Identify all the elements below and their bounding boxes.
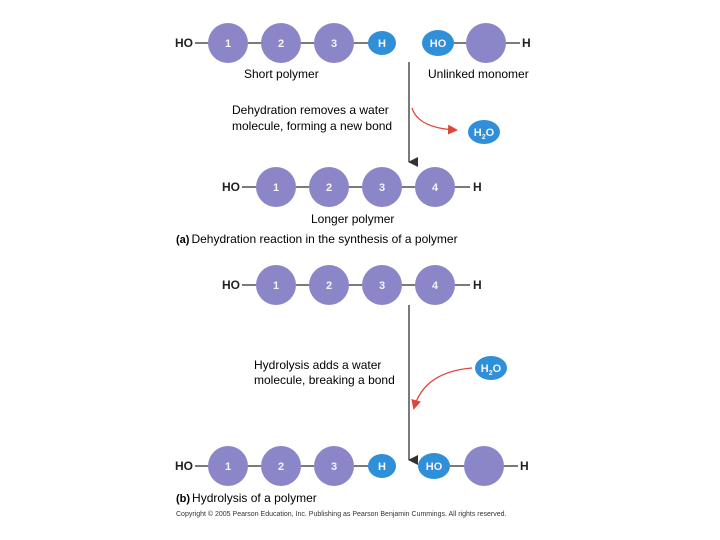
caption-b: (b)Hydrolysis of a polymer — [176, 491, 317, 505]
bottom-polymer: HO 1 2 3 4 H — [222, 265, 482, 305]
water-label: H2O — [481, 363, 502, 377]
hydroxyl-group — [422, 30, 454, 56]
top-short-polymer: HO 1 2 3 H — [175, 23, 396, 63]
hydroxyl-group — [418, 453, 450, 479]
ho-end-label: HO — [222, 278, 240, 292]
monomer-label: 4 — [432, 182, 439, 194]
monomer-1 — [256, 167, 296, 207]
bottom-result: HO 1 2 3 H HO H — [175, 446, 529, 486]
monomer-label: 2 — [278, 461, 284, 473]
water-addition-arrow — [411, 367, 473, 410]
water-molecule — [475, 356, 507, 380]
monomer-label: 1 — [225, 461, 231, 473]
monomer-label: 3 — [379, 182, 385, 194]
dehydration-text-line1: Dehydration removes a water — [232, 103, 389, 117]
monomer-label: 3 — [379, 280, 385, 292]
ho-end-label: HO — [222, 180, 240, 194]
ho-label: HO — [426, 461, 443, 473]
monomer-4 — [415, 167, 455, 207]
dehydration-text-line2: molecule, forming a new bond — [232, 119, 392, 133]
monomer-1 — [256, 265, 296, 305]
copyright-notice: Copyright © 2005 Pearson Education, Inc.… — [176, 510, 506, 518]
monomer-label: 2 — [326, 280, 332, 292]
monomer-3 — [362, 167, 402, 207]
monomer-2 — [261, 23, 301, 63]
unlinked-monomer-label: Unlinked monomer — [428, 67, 529, 81]
monomer-3 — [314, 23, 354, 63]
short-polymer-label: Short polymer — [244, 67, 319, 81]
water-release-arrow — [411, 107, 458, 135]
h-end-label: H — [473, 278, 482, 292]
monomer-2 — [309, 167, 349, 207]
hydrogen-atom — [368, 31, 396, 55]
monomer-label: 3 — [331, 38, 337, 50]
monomer-3 — [362, 265, 402, 305]
hydrolysis-text-line2: molecule, breaking a bond — [254, 373, 395, 387]
hydrogen-atom — [368, 454, 396, 478]
h-label: H — [378, 38, 386, 50]
monomer-label: 1 — [225, 38, 231, 50]
longer-polymer-label: Longer polymer — [311, 212, 394, 226]
monomer-3 — [314, 446, 354, 486]
monomer-2 — [261, 446, 301, 486]
water-molecule — [468, 120, 500, 144]
monomer-1 — [208, 446, 248, 486]
monomer-label: 1 — [273, 280, 279, 292]
h-end-label: H — [520, 459, 529, 473]
monomer-label: 2 — [278, 38, 284, 50]
ho-end-label: HO — [175, 36, 193, 50]
h-label: H — [378, 461, 386, 473]
monomer-2 — [309, 265, 349, 305]
monomer-label: 2 — [326, 182, 332, 194]
hydrolysis-text-line1: Hydrolysis adds a water — [254, 358, 381, 372]
ho-end-label: HO — [175, 459, 193, 473]
monomer-1 — [208, 23, 248, 63]
h-end-label: H — [522, 36, 531, 50]
monomer-label: 4 — [432, 280, 439, 292]
caption-a: (a)Dehydration reaction in the synthesis… — [176, 232, 458, 246]
monomer-label: 3 — [331, 461, 337, 473]
top-unlinked-monomer: HO H — [422, 23, 531, 63]
monomer-released — [464, 446, 504, 486]
h-end-label: H — [473, 180, 482, 194]
ho-label: HO — [430, 38, 447, 50]
monomer-label: 1 — [273, 182, 279, 194]
water-label: H2O — [474, 127, 495, 141]
top-longer-polymer: HO 1 2 3 4 H — [222, 167, 482, 207]
monomer-unlinked — [466, 23, 506, 63]
monomer-4 — [415, 265, 455, 305]
